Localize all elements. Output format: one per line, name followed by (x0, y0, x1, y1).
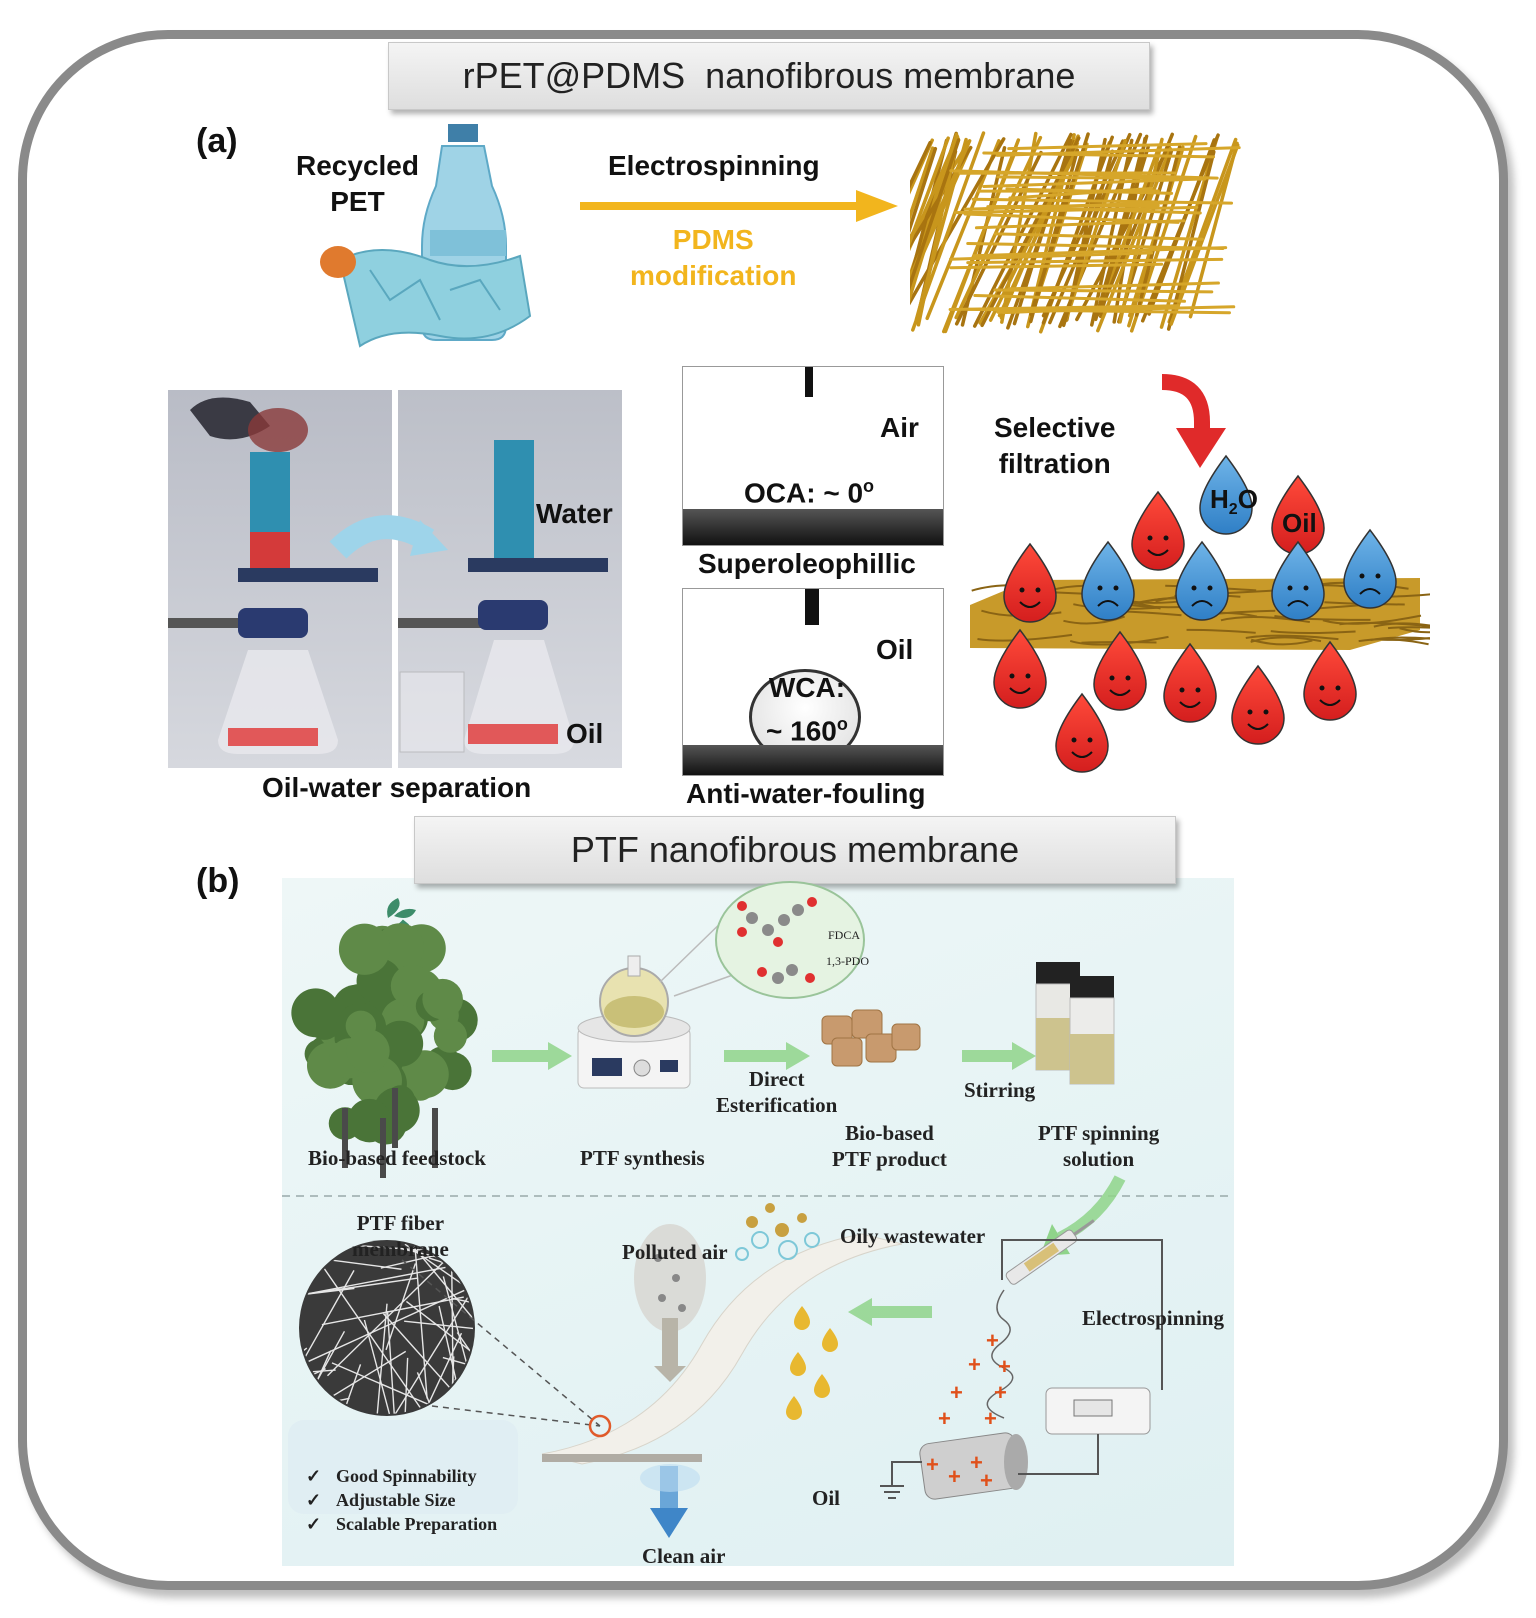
yellow-arrow-icon (580, 190, 898, 222)
polluted-air-label: Polluted air (622, 1240, 728, 1264)
fdca-label: FDCA (828, 928, 861, 942)
panel-b-tag: (b) (196, 862, 240, 900)
plus-sign: + (926, 1452, 939, 1477)
electrospinning-b-label: Electrospinning (1082, 1306, 1224, 1330)
selective-filtration-illustration (970, 454, 1430, 773)
bio-feedstock-label: Bio-based feedstock (308, 1146, 486, 1170)
plus-sign: + (968, 1352, 981, 1377)
plus-sign: + (980, 1468, 993, 1493)
oil-photo-label: Oil (566, 718, 604, 749)
plus-sign: + (948, 1464, 961, 1489)
plus-sign: + (938, 1406, 951, 1431)
recycled-bottle-illustration (320, 124, 532, 348)
plus-sign: + (984, 1406, 997, 1431)
fiber-mat-illustration (910, 131, 1250, 334)
banner-b-title: PTF nanofibrous membrane (570, 829, 1020, 870)
wca-image (682, 588, 944, 776)
checklist-item: ✓Good Spinnability (306, 1466, 477, 1486)
electrospinning-label: Electrospinning (608, 150, 820, 181)
checklist-item: ✓Adjustable Size (306, 1490, 456, 1510)
plus-sign: + (970, 1450, 983, 1475)
plus-sign: + (994, 1380, 1007, 1405)
plus-sign: + (998, 1354, 1011, 1379)
pdo-label: 1,3-PDO (826, 954, 870, 968)
ptf-process-illustration: +++++++++++ (282, 881, 1234, 1538)
ptf-synthesis-label: PTF synthesis (580, 1146, 705, 1170)
panel-a-tag: (a) (196, 122, 238, 160)
h2o-drop-label: H2O (1210, 484, 1258, 519)
oil-water-separation-label: Oil-water separation (262, 772, 532, 803)
oca-label: OCA: ~ 0o (744, 476, 875, 509)
checklist-item: ✓Scalable Preparation (306, 1514, 498, 1534)
plus-sign: + (950, 1380, 963, 1405)
plus-sign: + (986, 1328, 999, 1353)
oil-contact-label: Oil (876, 634, 914, 665)
check-icon: ✓ (306, 1466, 322, 1486)
banner-a: rPET@PDMS nanofibrous membrane (388, 42, 1150, 110)
oily-wastewater-label: Oily wastewater (840, 1224, 986, 1248)
oil-drop-label: Oil (1282, 508, 1317, 538)
clean-air-label: Clean air (642, 1544, 726, 1568)
oca-image (682, 366, 944, 546)
wca-label: WCA: ~ 160o (766, 672, 848, 747)
stirring-label: Stirring (964, 1078, 1036, 1102)
oil-b-label: Oil (812, 1486, 841, 1510)
separation-apparatus (168, 397, 608, 754)
anti-water-fouling-label: Anti-water-fouling (686, 778, 926, 809)
air-label: Air (880, 412, 919, 443)
superoleophilic-label: Superoleophillic (698, 548, 916, 579)
water-photo-label: Water (536, 498, 613, 529)
red-curved-arrow-icon (1161, 374, 1226, 468)
checklist: ✓Good Spinnability ✓Adjustable Size ✓Sca… (306, 1464, 497, 1536)
banner-b: PTF nanofibrous membrane (414, 816, 1176, 884)
check-icon: ✓ (306, 1514, 322, 1534)
check-icon: ✓ (306, 1490, 322, 1510)
banner-a-title: rPET@PDMS nanofibrous membrane (462, 55, 1076, 96)
